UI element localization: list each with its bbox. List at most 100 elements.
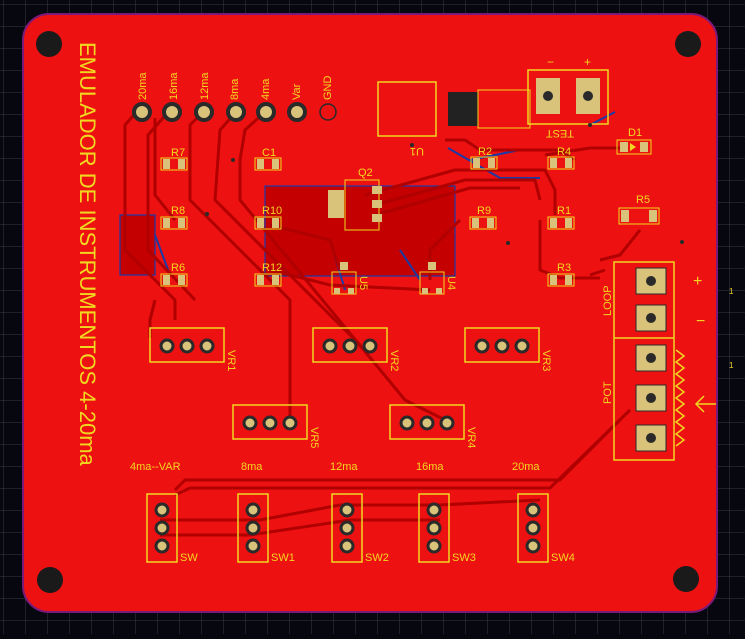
r6-pad-1 (163, 275, 170, 285)
sw3-pin-1 (426, 502, 442, 518)
r5-pad-1 (621, 210, 629, 222)
r1-pad-2 (565, 218, 572, 228)
d1-outline (616, 139, 652, 155)
r12-resistor: R12 (254, 262, 282, 287)
trace-d1 (544, 146, 625, 157)
pot-hole-1 (646, 353, 656, 363)
r12-label: R12 (262, 262, 282, 274)
r7-resistor: R7 (160, 147, 188, 171)
u5-pad-2 (348, 288, 354, 294)
mount-hole-bottom-right (673, 566, 699, 592)
c1-pad-1 (257, 159, 264, 169)
loop-label: LOOP (602, 285, 614, 316)
via-3 (410, 143, 414, 147)
sw-label: SW (180, 552, 198, 564)
trace-r10 (269, 223, 342, 271)
vr5-pin-1 (242, 415, 258, 431)
r2-outline (470, 156, 498, 170)
terminal-outline (613, 261, 675, 461)
switch-label-4ma-var: 4ma--VAR (130, 461, 181, 473)
switch-sw2: SW2 (331, 493, 389, 564)
sw-pin-1 (154, 502, 170, 518)
header-pad-8ma (226, 102, 246, 122)
test-label: TEST (546, 127, 574, 139)
vias (205, 123, 684, 245)
switch-label-16ma: 16ma (416, 461, 444, 473)
r12-outline (254, 273, 282, 287)
trace-q2-r2 (374, 178, 542, 207)
r9-pad-2 (487, 218, 494, 228)
bottom-trace-4 (399, 249, 421, 281)
r5-label: R5 (636, 194, 650, 206)
switch-sw3: SW3 (418, 493, 476, 564)
q2-pad-3 (372, 214, 382, 222)
header-label-20ma: 20ma (137, 72, 149, 100)
vr3-pin-3 (514, 338, 530, 354)
trace-bus-4 (160, 518, 440, 537)
r8-outline (160, 216, 188, 230)
r9-resistor: R9 (469, 205, 497, 230)
trace-r5 (599, 229, 642, 262)
pot-label: POT (602, 381, 614, 404)
u5-pad-3 (340, 262, 348, 270)
u4-pad-3 (428, 262, 436, 270)
test-hole-plus (583, 91, 593, 101)
vr4-pin-2 (419, 415, 435, 431)
vr4-label: VR4 (465, 427, 477, 448)
trace-20ma (123, 107, 177, 320)
r10-pad-1 (257, 218, 264, 228)
test-minus-label: − (547, 55, 554, 69)
u4-label: U4 (445, 276, 457, 290)
r6-resistor: R6 (160, 262, 188, 287)
trace-r12 (269, 268, 431, 292)
r1-pad-1 (550, 218, 557, 228)
r1-label: R1 (557, 205, 571, 217)
header-label-12ma: 12ma (199, 72, 211, 100)
test-plus-label: + (584, 55, 591, 69)
r3-resistor: R3 (547, 262, 575, 287)
d1-pad-2 (640, 142, 648, 152)
loop-plus-label: + (693, 273, 702, 290)
vr3-pin-1 (474, 338, 490, 354)
sw3-outline (418, 493, 450, 563)
sw2-pin-3 (339, 538, 355, 554)
sw4-label: SW4 (551, 552, 575, 564)
vr5-pin-2 (262, 415, 278, 431)
r8-label: R8 (171, 205, 185, 217)
u4-pad-2 (436, 288, 442, 294)
r8-resistor: R8 (160, 205, 188, 230)
mounting-holes (36, 31, 701, 593)
header-pad-gnd (319, 103, 337, 121)
header-pad-4ma (256, 102, 276, 122)
loop-hole-1 (646, 276, 656, 286)
sw1-outline (237, 493, 269, 563)
u5-label: U5 (357, 276, 369, 290)
trace-bus-3 (160, 498, 541, 522)
switch-sw4: SW4 (517, 493, 575, 564)
r7-outline (160, 157, 188, 171)
vr3-pin-2 (494, 338, 510, 354)
sw3-pin-2 (426, 520, 442, 536)
sw1-pin-2 (245, 520, 261, 536)
pot-wiper-arrow (694, 395, 716, 413)
r4-pad-1 (550, 158, 557, 168)
u5-pad-1 (334, 288, 340, 294)
q2-pad-large (328, 190, 344, 218)
r10-outline (254, 216, 282, 230)
trace-q2-r3 (374, 186, 520, 217)
vr1-outline (149, 327, 225, 363)
trace-12ma (188, 108, 292, 420)
sw-pin-2 (154, 520, 170, 536)
header-label-4ma: 4ma (260, 78, 272, 100)
u1-body (377, 81, 437, 137)
switch-labels: 4ma--VAR 8ma 12ma 16ma 20ma (130, 461, 540, 473)
test-outline (527, 69, 609, 125)
d1-diode: D1 (616, 127, 652, 155)
via-2 (205, 212, 209, 216)
trace-loop-plus (589, 268, 606, 277)
pin1-marker-bottom: 1 (729, 361, 734, 370)
r10-label: R10 (262, 205, 282, 217)
u5-chip: U5 (331, 262, 369, 295)
board-outline (22, 13, 718, 613)
